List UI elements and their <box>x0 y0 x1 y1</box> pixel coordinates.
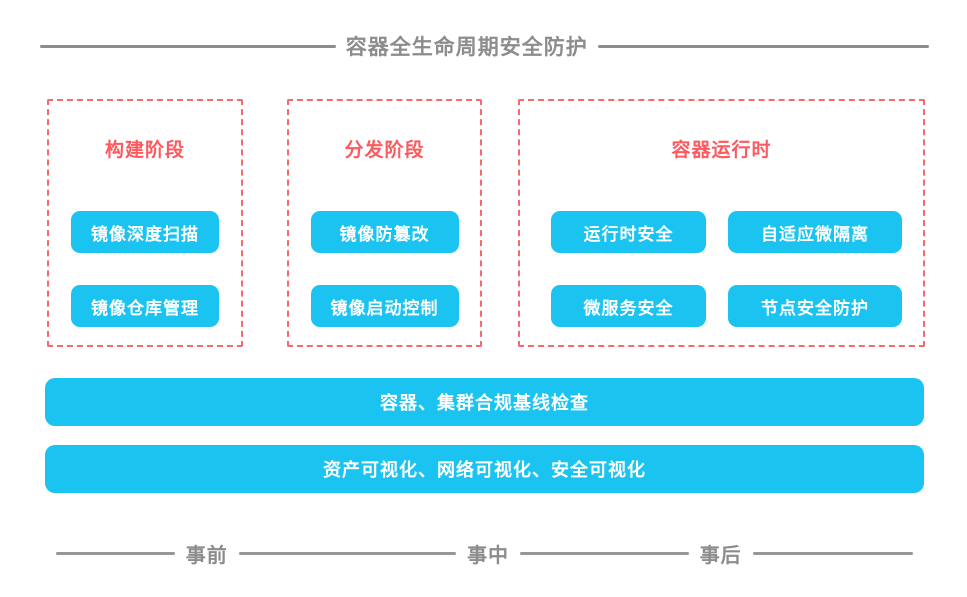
diagram-title: 容器全生命周期安全防护 <box>345 36 588 59</box>
capability-chip-image-anti-tamper: 镜像防篡改 <box>310 211 459 253</box>
capability-chip-node-security-protection: 节点安全防护 <box>728 285 902 327</box>
distribution-phase-chip-stack: 镜像防篡改 镜像启动控制 <box>289 211 480 327</box>
capability-chip-image-launch-control: 镜像启动控制 <box>310 285 459 327</box>
build-phase-chip-stack: 镜像深度扫描 镜像仓库管理 <box>49 211 241 327</box>
timeline-line-4 <box>752 551 913 555</box>
phase-box-build: 构建阶段 镜像深度扫描 镜像仓库管理 <box>47 99 243 347</box>
phase-title-build: 构建阶段 <box>104 140 185 161</box>
title-right-line <box>597 44 929 48</box>
capability-chip-image-registry-management: 镜像仓库管理 <box>71 285 219 327</box>
capability-chip-runtime-security: 运行时安全 <box>551 211 707 253</box>
timeline-label-after: 事后 <box>699 544 742 567</box>
phase-box-distribution: 分发阶段 镜像防篡改 镜像启动控制 <box>287 99 482 347</box>
timeline-line-3 <box>520 551 689 555</box>
phase-title-distribution: 分发阶段 <box>344 140 425 161</box>
title-left-line <box>40 44 336 48</box>
capability-chip-adaptive-microsegmentation: 自适应微隔离 <box>728 211 902 253</box>
timeline-line-1 <box>56 551 175 555</box>
timeline-label-before: 事前 <box>185 544 228 567</box>
diagram-title-row: 容器全生命周期安全防护 <box>40 33 929 59</box>
timeline-line-2 <box>238 551 457 555</box>
capability-chip-image-deep-scan: 镜像深度扫描 <box>71 211 219 253</box>
phase-title-runtime: 容器运行时 <box>671 140 772 161</box>
capability-chip-microservice-security: 微服务安全 <box>551 285 707 327</box>
timeline: 事前 事中 事后 <box>56 540 913 567</box>
timeline-label-during: 事中 <box>467 544 510 567</box>
phase-box-runtime: 容器运行时 运行时安全 自适应微隔离 微服务安全 节点安全防护 <box>518 99 925 347</box>
visibility-bar: 资产可视化、网络可视化、安全可视化 <box>45 445 924 493</box>
runtime-phase-chip-grid: 运行时安全 自适应微隔离 微服务安全 节点安全防护 <box>551 211 902 327</box>
compliance-baseline-check-bar: 容器、集群合规基线检查 <box>45 378 924 426</box>
